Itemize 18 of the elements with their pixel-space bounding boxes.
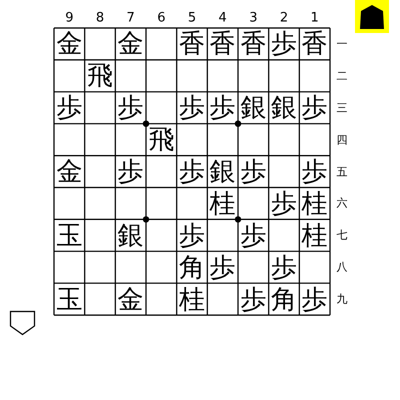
rank-numeral: 二 — [336, 70, 348, 82]
file-number: 3 — [249, 12, 258, 24]
file-number: 5 — [188, 12, 196, 24]
rank-numeral: 一 — [336, 38, 348, 50]
file-number: 9 — [65, 12, 74, 24]
rank-numeral: 六 — [336, 198, 348, 209]
rank-numeral: 四 — [336, 134, 348, 146]
rank-numeral: 八 — [336, 262, 348, 273]
file-number: 8 — [96, 12, 104, 24]
rank-numeral: 三 — [336, 102, 348, 114]
file-number: 6 — [157, 12, 166, 24]
file-number: 4 — [218, 12, 227, 24]
rank-numeral: 九 — [336, 294, 348, 305]
file-number: 1 — [310, 12, 319, 24]
rank-numeral: 五 — [336, 166, 348, 178]
file-number: 7 — [126, 12, 135, 24]
file-number: 2 — [280, 12, 288, 24]
rank-numeral: 七 — [336, 230, 348, 241]
